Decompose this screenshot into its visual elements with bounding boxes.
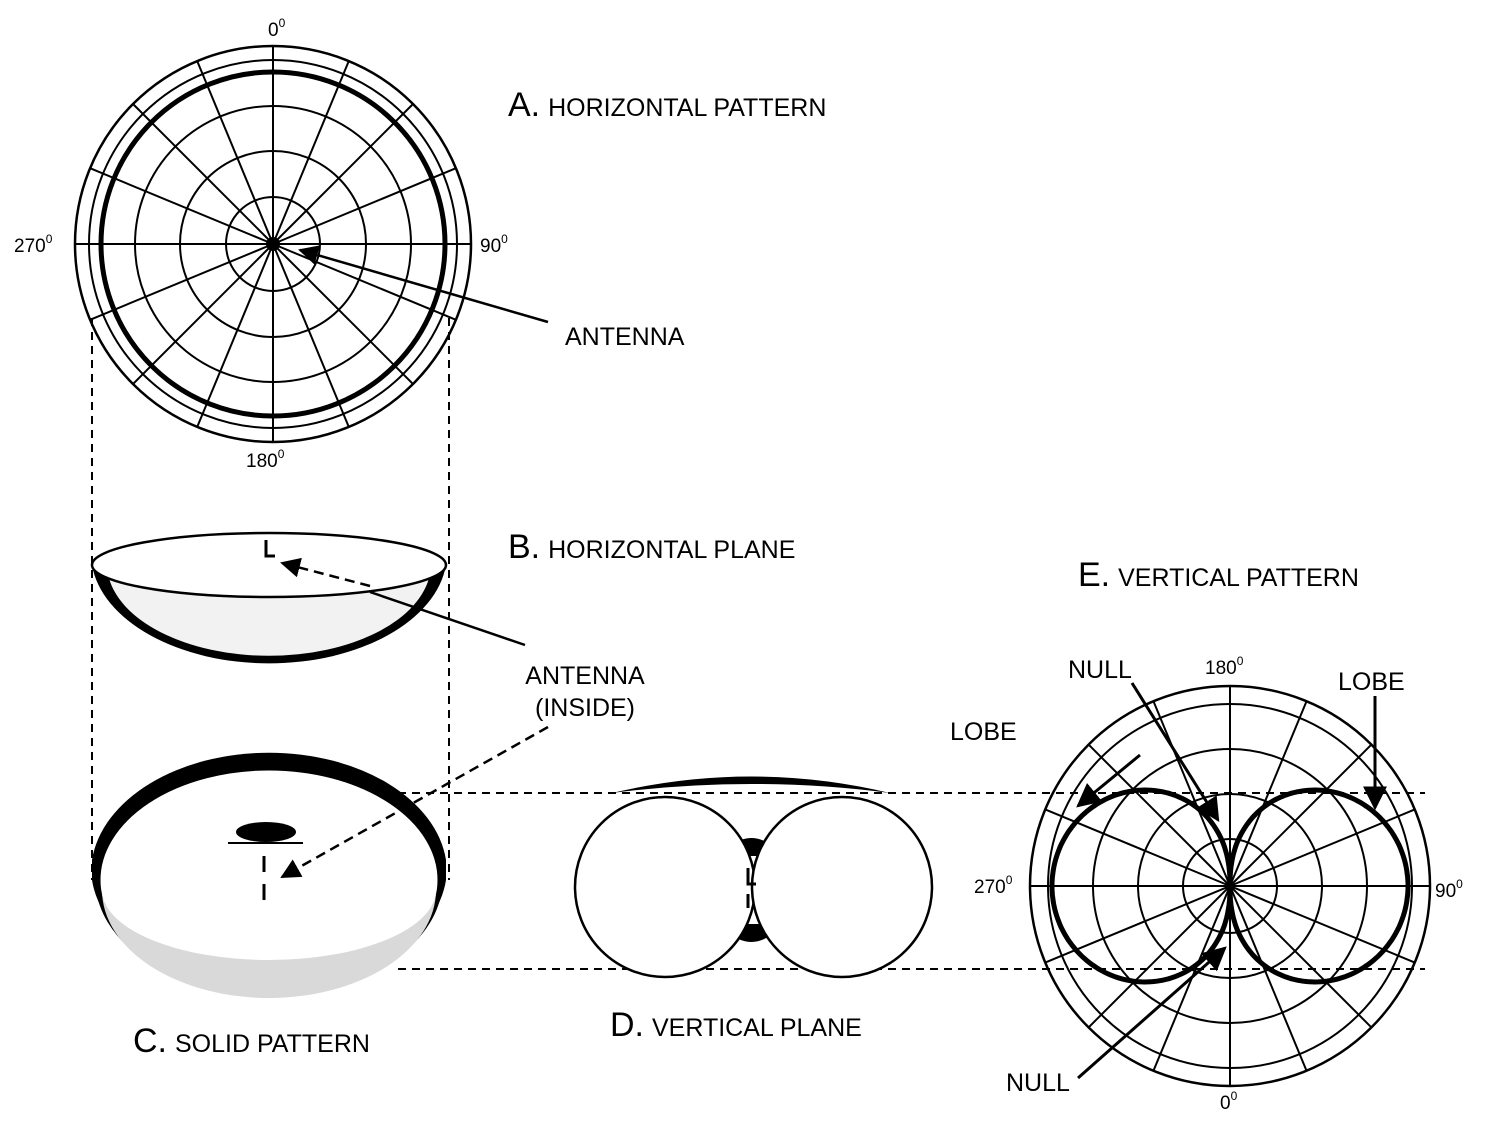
polar-e-spoke <box>1229 885 1308 1072</box>
null-bottom-arrow <box>1077 946 1227 1080</box>
antenna-symbol-d <box>746 868 756 908</box>
vertical-pattern-polar-chart <box>1028 682 1432 1088</box>
polar-a-spoke <box>272 167 457 245</box>
horizontal-plane-bowl <box>90 531 526 664</box>
deg-label-right-a: 900 <box>480 232 508 257</box>
null-bottom-label: NULL <box>1006 1069 1070 1097</box>
polar-a-spoke <box>132 103 274 245</box>
polar-a-spoke <box>89 167 274 245</box>
horizontal-plane-top <box>90 531 448 599</box>
horizontal-pattern-curve <box>98 69 448 419</box>
lobe-right-label: LOBE <box>1338 668 1405 696</box>
polar-e-spoke <box>1087 885 1231 1029</box>
polar-a-spoke <box>272 60 350 245</box>
vertical-plane-right-lobe <box>750 795 934 979</box>
polar-a-spoke <box>196 60 274 245</box>
antenna-label: ANTENNA <box>565 323 685 351</box>
lobe-left-label: LOBE <box>950 718 1017 746</box>
solid-pattern-torus <box>92 725 549 998</box>
caption-e: E.VERTICAL PATTERN <box>1078 556 1359 594</box>
polar-a-spoke <box>272 243 414 385</box>
deg-label-top-e: 1800 <box>1205 654 1244 679</box>
polar-e-spoke <box>1152 700 1231 887</box>
caption-b: B.HORIZONTAL PLANE <box>508 528 795 566</box>
vertical-plane-cross-section <box>573 776 934 979</box>
deg-label-top-a: 00 <box>268 16 286 41</box>
polar-e-spoke <box>1229 885 1373 1029</box>
polar-grid-a <box>73 44 473 444</box>
polar-a-spoke <box>132 243 274 385</box>
antenna-inside-pointer-b <box>369 590 526 647</box>
horizontal-pattern-polar-chart <box>73 44 549 444</box>
antenna-dashed-pointer-c <box>280 725 549 879</box>
polar-a-spoke <box>196 243 274 428</box>
vertical-plane-left-lobe <box>573 795 757 979</box>
torus-center-hole <box>236 822 296 842</box>
caption-a: A.HORIZONTAL PATTERN <box>508 86 826 124</box>
antenna-point <box>266 237 280 251</box>
projection-lines-a-c <box>91 318 450 880</box>
antenna-pointer-line <box>298 245 549 324</box>
deg-label-bottom-a: 1800 <box>246 447 285 472</box>
polar-e-spoke <box>1229 700 1308 887</box>
null-top-label: NULL <box>1068 656 1132 684</box>
vertical-pattern-figure-eight <box>1049 787 1411 985</box>
polar-e-spoke <box>1087 743 1231 887</box>
caption-d: D.VERTICAL PLANE <box>610 1006 862 1044</box>
lobe-left-arrow <box>1076 753 1141 808</box>
caption-c: C.SOLID PATTERN <box>133 1022 370 1060</box>
deg-label-left-a: 2700 <box>14 232 53 257</box>
deg-label-left-e: 2700 <box>974 873 1013 898</box>
polar-a-spoke <box>89 243 274 321</box>
deg-label-bottom-e: 00 <box>1220 1089 1238 1114</box>
antenna-symbol-b <box>264 540 275 558</box>
polar-a-spoke <box>272 103 414 245</box>
polar-e-spoke <box>1229 743 1373 887</box>
polar-a-spoke <box>272 243 350 428</box>
deg-label-right-e: 900 <box>1435 877 1463 902</box>
antenna-inside-label-1: ANTENNA <box>525 662 645 690</box>
projection-lines-c-e <box>398 792 1425 970</box>
null-top-arrow <box>1130 682 1220 823</box>
antenna-inside-label-2: (INSIDE) <box>535 694 635 722</box>
